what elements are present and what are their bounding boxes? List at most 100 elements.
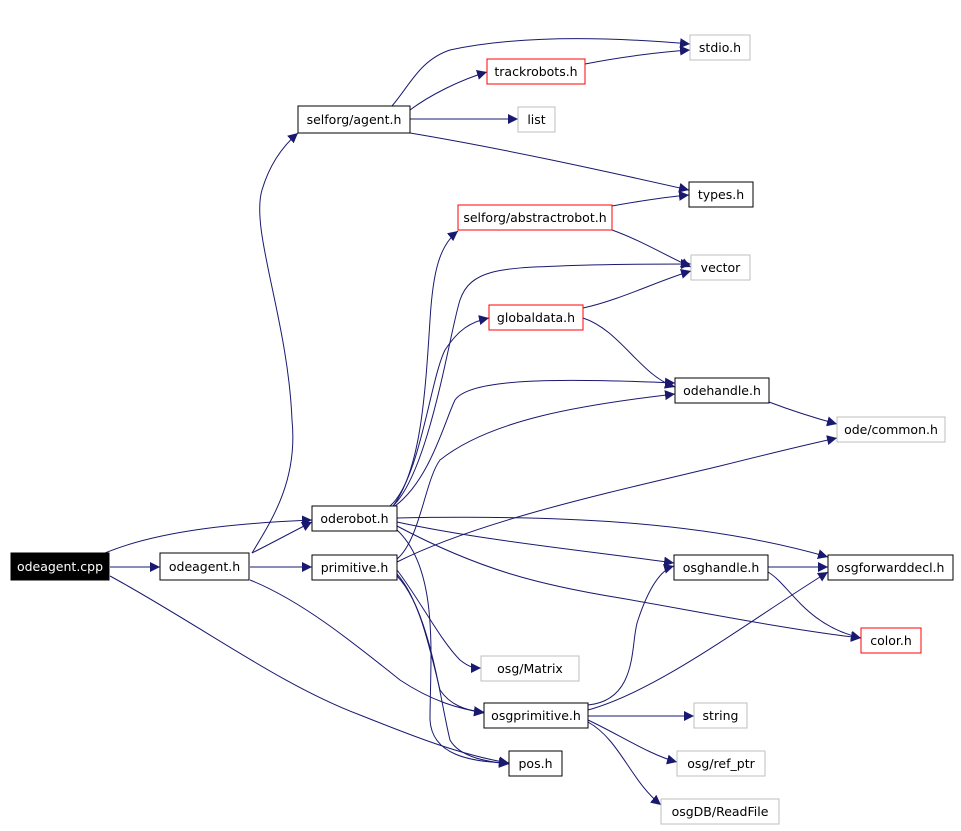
node-label: oderobot.h <box>320 511 388 526</box>
edge-oderobot-h-to-pos-h <box>396 529 510 768</box>
node-selforg-abstractrobot-h[interactable]: selforg/abstractrobot.h <box>457 204 613 231</box>
edge-selforg-abstractrobot-h-to-types-h <box>611 190 690 207</box>
node-osg-ref-ptr: osg/ref_ptr <box>676 750 766 777</box>
node-label: osgDB/ReadFile <box>672 804 769 819</box>
node-box <box>688 181 754 208</box>
node-box <box>311 505 398 532</box>
node-label: stdio.h <box>699 40 741 55</box>
node-box <box>673 554 769 581</box>
node-box <box>689 34 751 61</box>
edge-oderobot-h-to-osghandle-h <box>396 521 675 567</box>
edge-odeagent-cpp-to-oderobot-h <box>104 515 313 554</box>
node-string: string <box>693 702 748 729</box>
node-oderobot-h[interactable]: oderobot.h <box>311 505 398 532</box>
node-osgforwarddecl-h[interactable]: osgforwarddecl.h <box>827 554 954 581</box>
node-box <box>486 58 586 85</box>
node-box <box>660 798 780 825</box>
edge-osghandle-h-to-color-h <box>767 571 862 641</box>
edge-osgprimitive-h-to-osghandle-h <box>587 563 675 706</box>
node-box <box>674 377 770 404</box>
node-box <box>508 750 563 777</box>
node-pos-h[interactable]: pos.h <box>508 750 563 777</box>
node-ode-common-h: ode/common.h <box>836 416 946 443</box>
node-label: primitive.h <box>321 560 389 575</box>
node-selforg-agent-h[interactable]: selforg/agent.h <box>297 105 411 134</box>
node-box <box>10 552 110 581</box>
edge-selforg-agent-h-to-stdio-h <box>391 38 691 107</box>
node-osgdb-readfile: osgDB/ReadFile <box>660 798 780 825</box>
node-odeagent-h[interactable]: odeagent.h <box>159 552 250 581</box>
node-label: odeagent.cpp <box>17 559 103 574</box>
node-label: osg/Matrix <box>497 661 563 676</box>
edge-odeagent-h-to-osgprimitive-h <box>249 579 485 717</box>
node-box <box>517 106 556 133</box>
node-label: osghandle.h <box>683 560 760 575</box>
node-box <box>483 702 589 729</box>
nodes: odeagent.cpp odeagent.h selforg/agent.h tra… <box>10 34 954 825</box>
node-odeagent-cpp[interactable]: odeagent.cpp <box>10 552 110 581</box>
node-label: ode/common.h <box>844 422 938 437</box>
node-label: osgforwarddecl.h <box>837 560 945 575</box>
edge-osgprimitive-h-to-osg-ref-ptr <box>587 719 678 765</box>
node-box <box>693 702 748 729</box>
node-trackrobots-h[interactable]: trackrobots.h <box>486 58 586 85</box>
node-box <box>311 554 398 581</box>
node-label: color.h <box>870 633 912 648</box>
edge-selforg-abstractrobot-h-to-vector <box>611 229 692 268</box>
node-osghandle-h[interactable]: osghandle.h <box>673 554 769 581</box>
node-box <box>860 627 922 654</box>
node-label: odeagent.h <box>169 559 240 574</box>
edge-primitive-h-to-pos-h <box>396 575 510 768</box>
edge-osgprimitive-h-to-osgforwarddecl-h <box>587 571 829 711</box>
edge-oderobot-h-to-osgforwarddecl-h <box>396 516 829 560</box>
node-label: osg/ref_ptr <box>687 756 755 771</box>
edge-oderobot-h-to-vector <box>392 259 692 507</box>
node-box <box>676 750 766 777</box>
node-label: types.h <box>698 187 744 202</box>
node-label: pos.h <box>519 756 553 771</box>
node-box <box>457 204 613 231</box>
edge-primitive-h-to-osg-matrix <box>396 569 482 673</box>
edge-oderobot-h-to-selforg-abstractrobot-h <box>392 230 459 507</box>
node-odehandle-h[interactable]: odehandle.h <box>674 377 770 404</box>
node-box <box>488 304 584 331</box>
edge-odeagent-cpp-to-pos-h <box>109 575 510 767</box>
node-box <box>690 254 751 281</box>
node-list: list <box>517 106 556 133</box>
edge-selforg-agent-h-to-trackrobots-h <box>409 70 488 111</box>
node-osg-matrix: osg/Matrix <box>480 655 580 682</box>
node-vector: vector <box>690 254 751 281</box>
node-osgprimitive-h[interactable]: osgprimitive.h <box>483 702 589 729</box>
node-box <box>297 105 411 134</box>
edge-trackrobots-h-to-stdio-h <box>584 45 691 65</box>
node-label: trackrobots.h <box>494 64 577 79</box>
node-label: odehandle.h <box>683 383 761 398</box>
edge-odeagent-h-to-oderobot-h <box>251 521 313 554</box>
node-primitive-h[interactable]: primitive.h <box>311 554 398 581</box>
edge-selforg-agent-h-to-types-h <box>409 132 690 193</box>
node-label: vector <box>701 260 742 275</box>
edge-osgprimitive-h-to-osgdb-readfile <box>587 721 662 806</box>
node-box <box>836 416 946 443</box>
node-label: selforg/abstractrobot.h <box>463 210 606 225</box>
node-label: selforg/agent.h <box>307 112 402 127</box>
edge-odehandle-h-to-ode-common-h <box>768 401 838 427</box>
edge-primitive-h-to-ode-common-h <box>396 435 838 563</box>
node-label: string <box>703 708 739 723</box>
node-types-h[interactable]: types.h <box>688 181 754 208</box>
node-label: globaldata.h <box>497 310 575 325</box>
edge-globaldata-h-to-vector <box>582 268 692 309</box>
node-stdio-h: stdio.h <box>689 34 751 61</box>
edge-oderobot-h-to-color-h <box>396 525 862 642</box>
node-box <box>159 552 250 581</box>
node-box <box>480 655 580 682</box>
edge-oderobot-h-to-odehandle-h <box>394 377 676 507</box>
node-globaldata-h[interactable]: globaldata.h <box>488 304 584 331</box>
edge-oderobot-h-to-globaldata-h <box>389 315 490 507</box>
node-label: osgprimitive.h <box>491 708 581 723</box>
edges <box>104 38 862 806</box>
node-box <box>827 554 954 581</box>
node-color-h[interactable]: color.h <box>860 627 922 654</box>
edge-odeagent-h-to-selforg-agent-h <box>251 132 299 554</box>
